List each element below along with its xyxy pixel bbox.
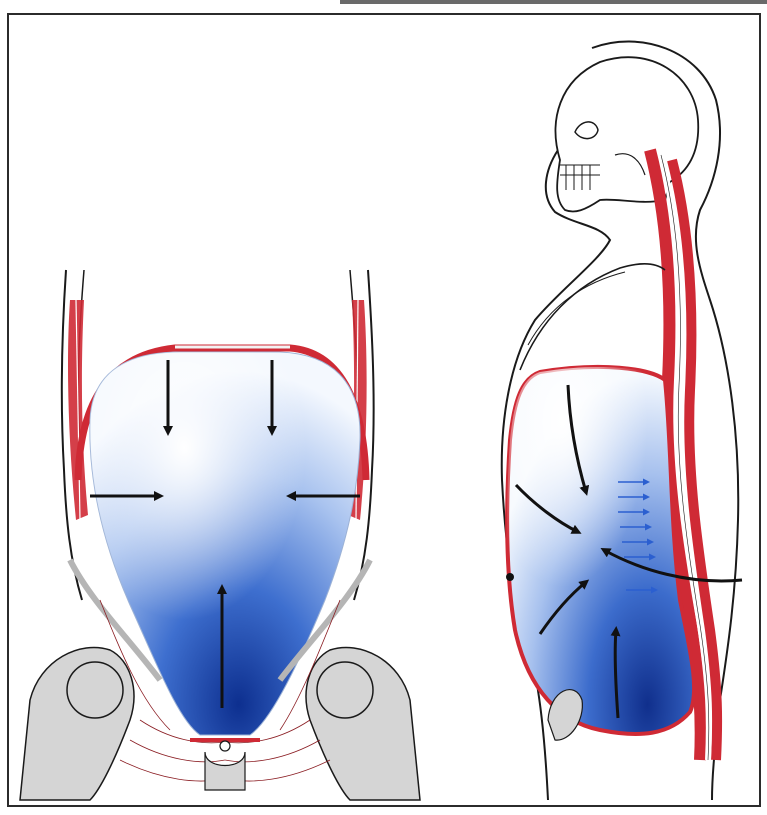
navel [506, 573, 514, 581]
left-femoral-head [67, 662, 123, 718]
top-strip [340, 0, 767, 4]
pelvic-opening [220, 741, 230, 751]
lateral-balloon-highlight [507, 367, 694, 734]
right-femoral-head [317, 662, 373, 718]
